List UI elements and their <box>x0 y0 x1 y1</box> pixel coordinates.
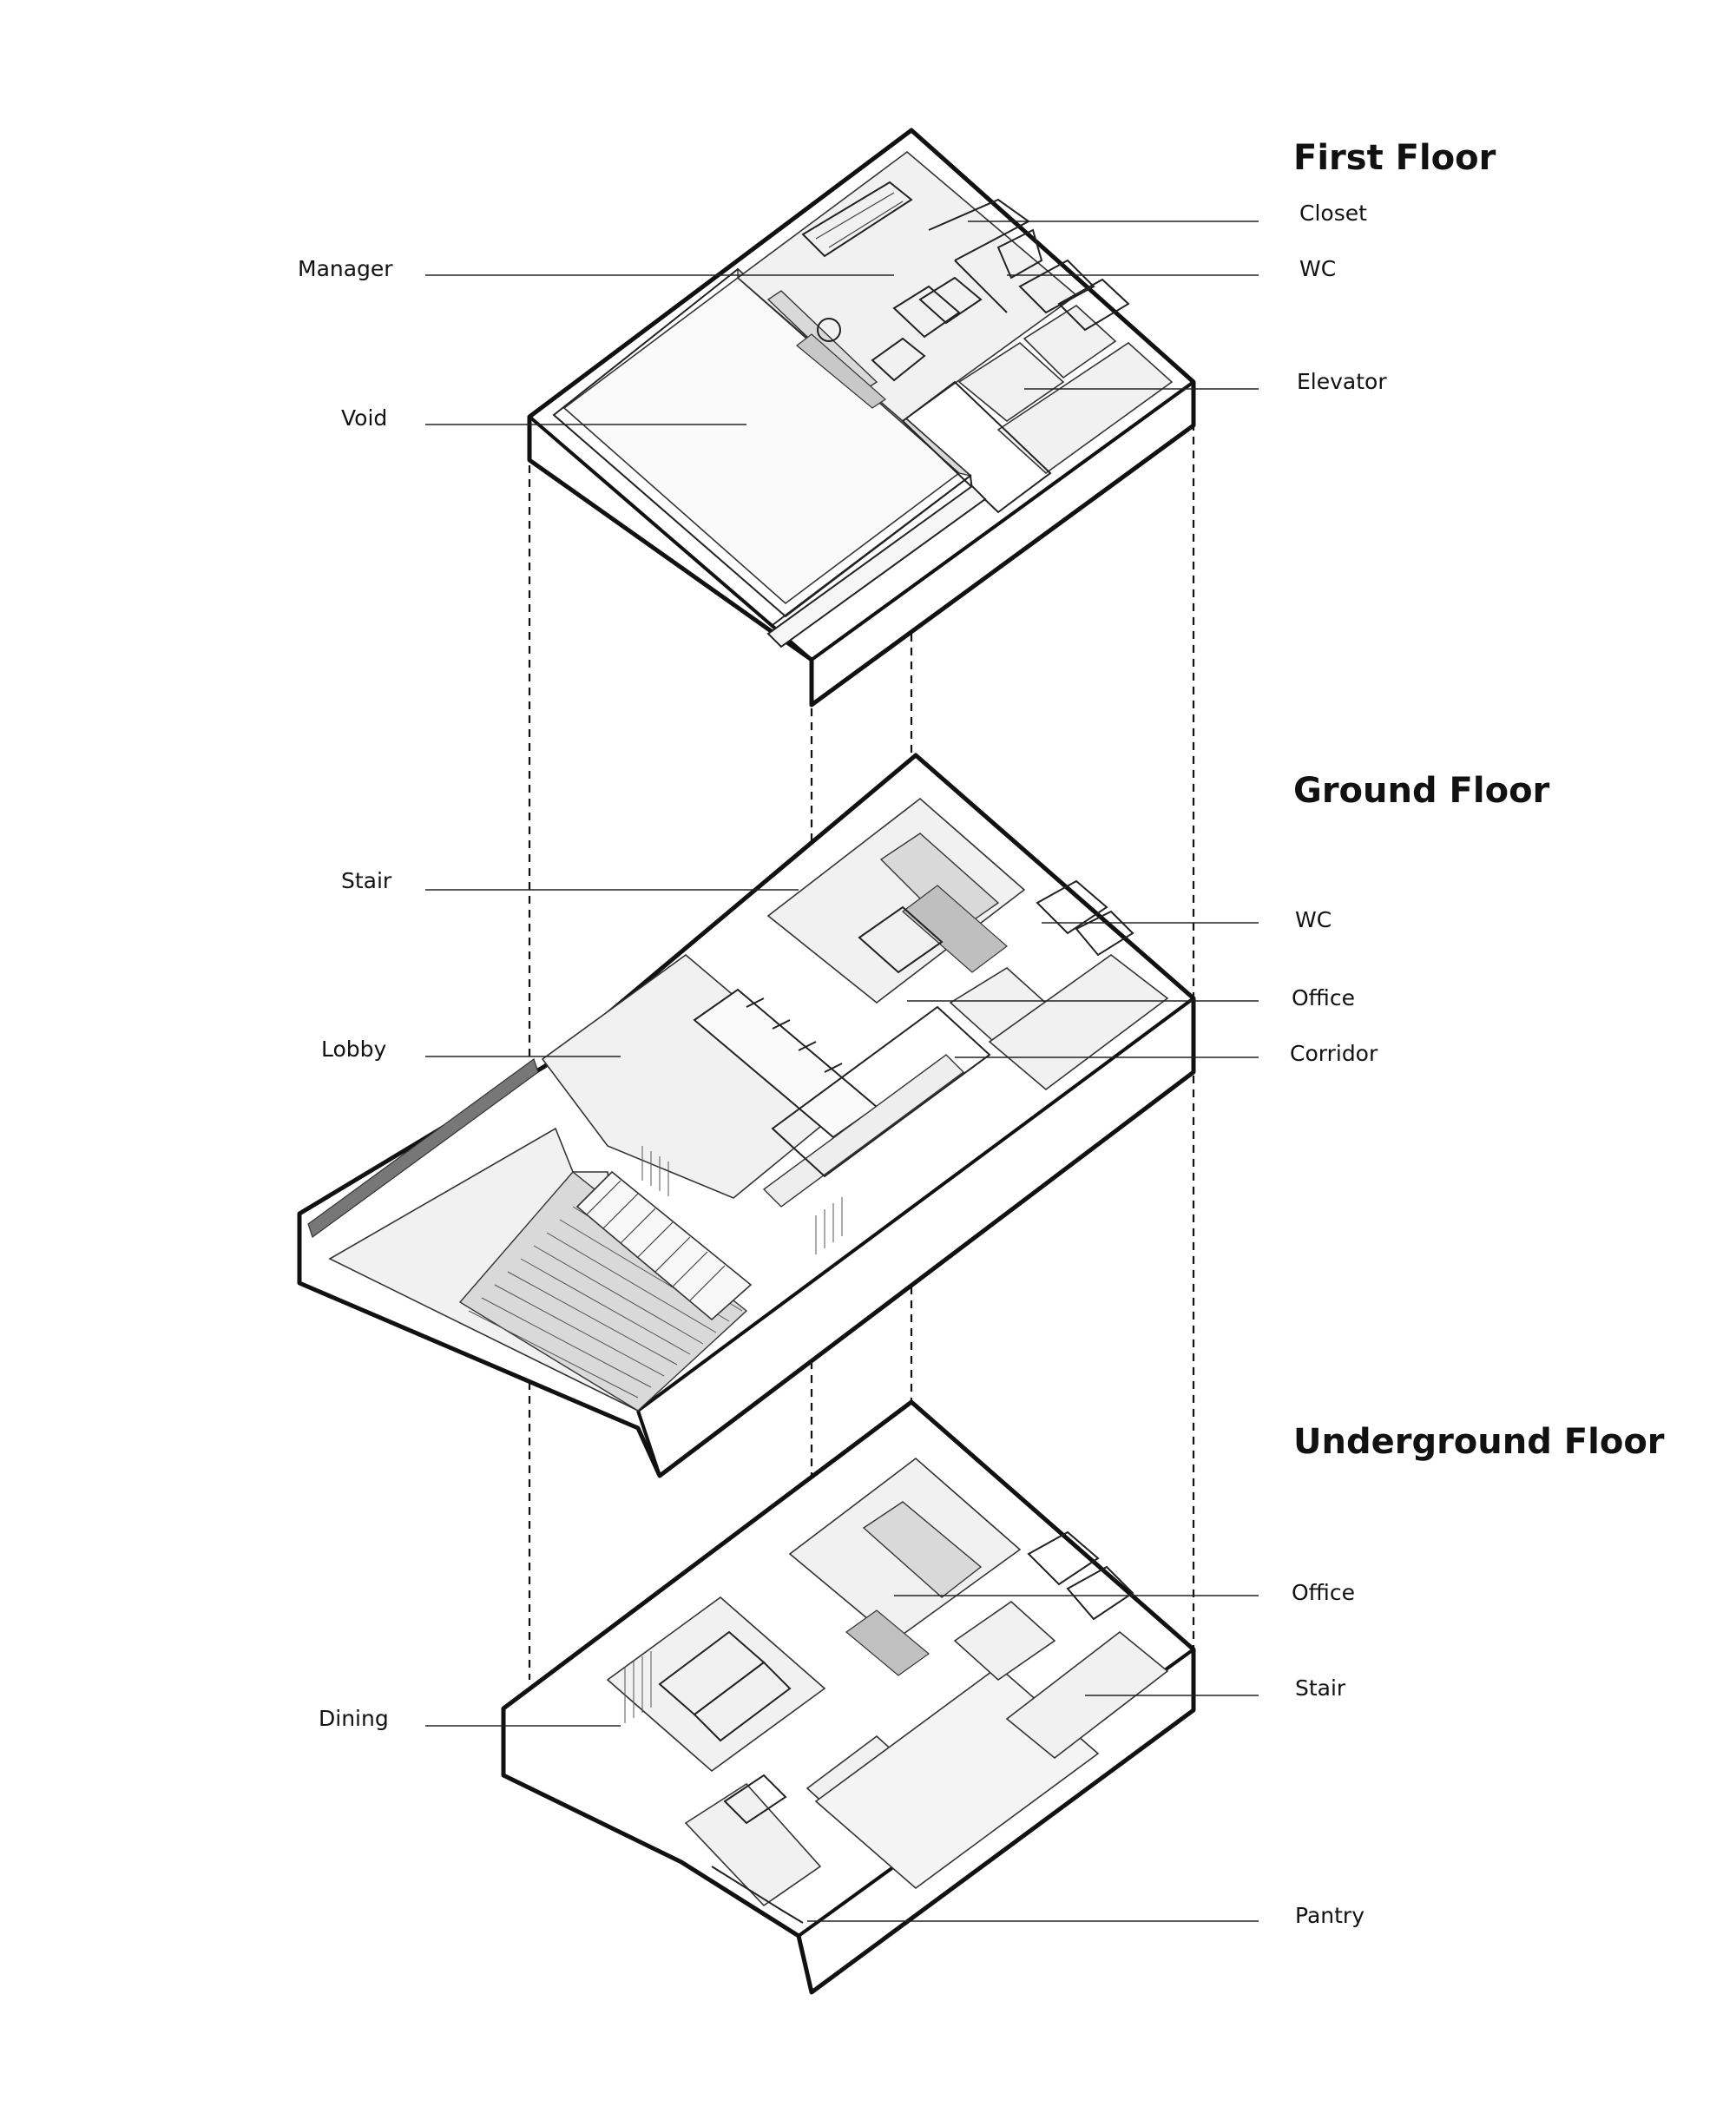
label-office-underground: Office <box>1292 1580 1355 1605</box>
label-closet: Closet <box>1299 201 1367 226</box>
label-elevator: Elevator <box>1297 369 1387 394</box>
ground-floor-model <box>297 753 1196 1478</box>
label-corridor: Corridor <box>1290 1041 1378 1066</box>
label-wc-ground: WC <box>1295 907 1332 932</box>
label-manager: Manager <box>298 256 393 281</box>
label-stair-ground: Stair <box>341 868 392 893</box>
label-pantry: Pantry <box>1295 1903 1364 1928</box>
underground-floor-model <box>501 1399 1196 1995</box>
label-stair-underground: Stair <box>1295 1675 1346 1701</box>
label-lobby: Lobby <box>321 1037 387 1062</box>
label-void: Void <box>341 405 387 431</box>
ground-floor-title: Ground Floor <box>1293 771 1550 811</box>
first-floor-title: First Floor <box>1293 138 1496 178</box>
first-floor-model <box>527 128 1196 708</box>
underground-floor-title: Underground Floor <box>1293 1422 1665 1462</box>
label-office-ground: Office <box>1292 985 1355 1010</box>
label-wc-first: WC <box>1299 256 1336 281</box>
leader-lines <box>425 220 1259 1922</box>
label-dining: Dining <box>319 1706 389 1731</box>
